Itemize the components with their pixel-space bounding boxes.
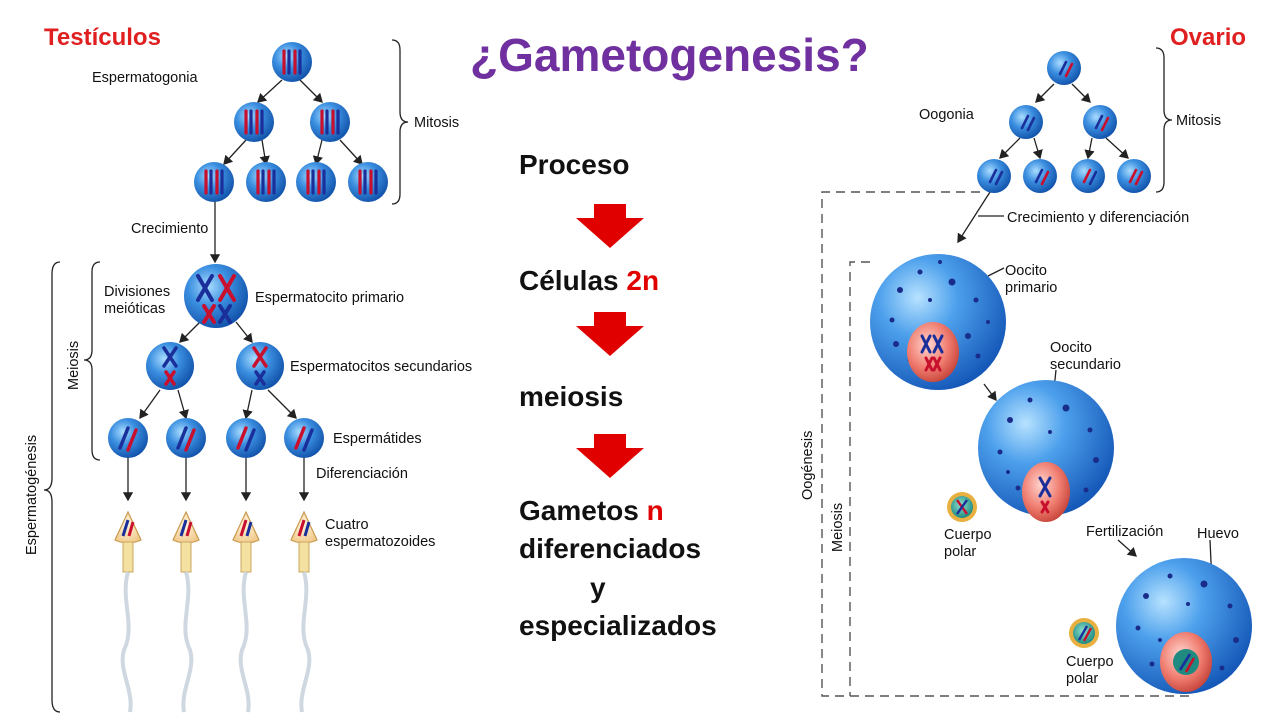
label-primary-oocyte-1: Oocito (1005, 263, 1047, 279)
label-growth-right: Crecimiento y diferenciación (1007, 210, 1190, 226)
secondary-oocyte-cell (978, 380, 1114, 522)
gametes-text: Gametos (519, 495, 647, 526)
label-meiotic-divisions-2: meióticas (104, 301, 166, 317)
label-polar-body-1b: polar (944, 544, 977, 560)
polar-body-1 (947, 492, 977, 522)
label-growth-left: Crecimiento (131, 221, 209, 237)
label-mitosis-right: Mitosis (1176, 113, 1222, 129)
chromosomes-spermatids (118, 426, 314, 452)
label-polar-body-1a: Cuerpo (944, 527, 992, 543)
label-meiosis-left: Meiosis (66, 340, 82, 390)
label-sperm-2: espermatozoides (325, 534, 436, 550)
label-spermatogonia: Espermatogonia (92, 70, 198, 86)
label-differentiation: Diferenciación (316, 466, 408, 482)
spermatogenesis-tree (43, 39, 409, 713)
label-primary-spermatocyte: Espermatocito primario (255, 290, 405, 306)
spermatogonium-cell (348, 162, 388, 202)
label-sperm-1: Cuatro (325, 517, 369, 533)
spermatogonia-cells (194, 42, 388, 202)
spermatozoa (114, 510, 318, 713)
testicles-heading: Testículos (44, 24, 161, 51)
process-step-cells-2n: Células 2n (519, 262, 659, 300)
label-polar-body-2a: Cuerpo (1066, 654, 1114, 670)
label-oogenesis: Oogénesis (800, 430, 816, 500)
label-secondary-oocyte-1: Oocito (1050, 340, 1092, 356)
label-spermatogenesis: Espermatogénesis (24, 434, 40, 555)
ploidy-2n: 2n (626, 265, 660, 296)
primary-oocyte-cell (870, 254, 1006, 390)
chromosomes-secondary (162, 346, 268, 386)
label-polar-body-2b: polar (1066, 671, 1099, 687)
process-step-and: y (590, 572, 606, 603)
primary-spermatocyte-cell (184, 264, 248, 328)
spermatogonium-cell (246, 162, 286, 202)
spermatogonium-cell (296, 162, 336, 202)
label-primary-oocyte-2: primario (1005, 280, 1058, 296)
down-arrow-icon (576, 312, 644, 356)
down-arrow-icon (576, 204, 644, 248)
label-fertilization: Fertilización (1086, 524, 1164, 540)
chromosomes-small (204, 49, 378, 195)
spermatogonium-cell (310, 102, 350, 142)
spermatid-cells (108, 418, 324, 458)
ovary-heading: Ovario (1170, 24, 1247, 51)
oogenesis-tree (957, 47, 1213, 585)
label-spermatids: Espermátides (333, 431, 422, 447)
process-step-differentiated: diferenciados (519, 533, 702, 564)
label-oogonia: Oogonia (919, 107, 974, 123)
process-step-proceso: Proceso (519, 149, 630, 180)
cells-text: Células (519, 265, 627, 296)
page-title: ¿Gametogenesis? (470, 29, 869, 81)
chromosomes-oogonia (988, 60, 1144, 186)
label-secondary-oocyte-2: secundario (1050, 357, 1121, 373)
process-step-meiosis: meiosis (519, 381, 624, 412)
process-arrows (576, 204, 644, 478)
egg-cell (1116, 558, 1252, 694)
ploidy-n: n (646, 495, 664, 526)
polar-body-2 (1069, 618, 1099, 648)
process-step-gametes: Gametos n (519, 492, 664, 530)
chromosomes-primary (196, 274, 236, 324)
label-mitosis-left: Mitosis (414, 115, 460, 131)
process-step-specialized: especializados (519, 610, 717, 641)
secondary-spermatocyte-cell (236, 342, 284, 390)
spermatogonium-cell (234, 102, 274, 142)
label-egg: Huevo (1197, 526, 1239, 542)
label-secondary-spermatocytes: Espermatocitos secundarios (290, 359, 473, 375)
down-arrow-icon (576, 434, 644, 478)
spermatogonium-cell (272, 42, 312, 82)
spermatogonium-cell (194, 162, 234, 202)
label-meiosis-right: Meiosis (830, 502, 846, 552)
secondary-spermatocyte-cell (146, 342, 194, 390)
oogenesis-dashed-brackets (821, 191, 1190, 697)
label-meiotic-divisions-1: Divisiones (104, 284, 171, 300)
